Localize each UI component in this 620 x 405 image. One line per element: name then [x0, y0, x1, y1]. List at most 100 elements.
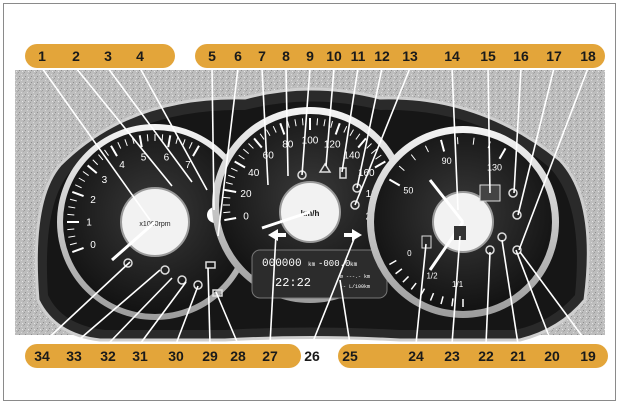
tachometer-tick — [68, 235, 76, 238]
tachometer-unit: x1000rpm — [139, 221, 170, 228]
callout-number: 32 — [100, 348, 116, 364]
speedometer-tick — [228, 174, 235, 179]
callout-number: 19 — [580, 348, 596, 364]
speedometer-tick — [330, 120, 334, 128]
tachometer-tick — [69, 242, 77, 246]
speedometer-tick — [243, 148, 250, 154]
leader-line — [285, 67, 289, 177]
leader-line — [415, 243, 427, 345]
speedometer-tick — [223, 196, 231, 199]
temperature-tick — [440, 139, 446, 152]
speedometer-tick — [248, 143, 254, 149]
speedometer-tick — [323, 119, 326, 127]
speedometer-tick — [357, 137, 367, 149]
speedometer-tick — [375, 154, 382, 160]
tachometer-tick — [110, 145, 118, 157]
fuel-tick — [429, 292, 435, 301]
tachometer-scale-label: 4 — [119, 160, 125, 171]
leader-line — [513, 67, 522, 194]
fuel-tick — [402, 275, 410, 283]
tachometer-tick — [71, 190, 84, 197]
temperature-tick — [472, 137, 475, 145]
tachometer-scale-label: 7 — [185, 160, 191, 171]
clock-readout: 22:22 — [275, 276, 311, 290]
odometer-readout: 000000 — [262, 258, 302, 270]
warning-icon — [177, 275, 187, 285]
callout-number: 33 — [66, 348, 82, 364]
tachometer-tick — [67, 228, 75, 231]
tachometer-tick — [146, 134, 149, 142]
speedometer-scale-label: 20 — [240, 189, 252, 200]
leader-line — [207, 267, 211, 345]
callout-number: 28 — [230, 348, 246, 364]
lamp-icon — [512, 210, 522, 220]
speedometer-scale-label: 40 — [248, 168, 260, 179]
battery-icon — [205, 261, 216, 269]
tachometer-tick — [175, 136, 179, 144]
callout-number: 11 — [351, 48, 366, 64]
callout-number: 21 — [510, 348, 526, 364]
speedometer-tick — [370, 148, 377, 154]
tachometer-tick — [124, 139, 128, 147]
temperature-scale-label: 50 — [403, 186, 413, 196]
hazard-icon — [318, 162, 332, 173]
callout-number: 2 — [72, 48, 80, 64]
speedometer-tick — [301, 118, 304, 126]
tachometer-tick — [69, 198, 77, 202]
leader-line — [261, 67, 269, 186]
callout-number: 20 — [544, 348, 560, 364]
temperature-tick — [424, 145, 429, 153]
right-turn-arrow-icon — [344, 229, 362, 241]
speedometer-tick — [355, 133, 361, 140]
warning-icon — [350, 200, 360, 210]
leader-line — [175, 285, 199, 345]
trip-unit: km — [350, 261, 358, 268]
leader-line — [487, 67, 491, 194]
callout-leader-lines — [41, 67, 589, 345]
callout-number: 1 — [38, 48, 46, 64]
fuel-scale-label: 1/1 — [452, 280, 464, 289]
tachometer-tick — [78, 177, 86, 182]
speedometer-needle — [261, 210, 311, 230]
leader-line — [517, 67, 555, 216]
tachometer-tick — [92, 159, 99, 166]
callout-number: 23 — [444, 348, 460, 364]
speedometer-tick — [266, 129, 271, 136]
fuel-tick — [395, 268, 403, 275]
temperature-tick — [398, 165, 405, 171]
speedometer-tick — [334, 122, 341, 135]
callout-number: 18 — [580, 48, 596, 64]
callout-number: 24 — [408, 348, 424, 364]
leader-line — [41, 261, 131, 345]
tachometer-tick — [98, 154, 104, 161]
callout-number: 13 — [402, 48, 418, 64]
callout-number: 9 — [306, 48, 314, 64]
tachometer-tick — [67, 213, 75, 216]
leader-line — [73, 269, 161, 345]
leader-line — [311, 233, 357, 345]
trip-readout: -000.0 — [318, 259, 350, 269]
fuel-scale-label: 1/2 — [426, 272, 438, 281]
fuel-tick — [389, 259, 397, 266]
speedometer-tick — [225, 181, 233, 185]
tachometer-scale-label: 1 — [86, 217, 92, 228]
leader-line — [356, 67, 383, 189]
tachometer-scale-label: 0 — [90, 240, 96, 251]
speedometer-tick — [238, 154, 245, 160]
callout-number: 14 — [444, 48, 460, 64]
tachometer-needle — [111, 220, 156, 262]
speedometer-tick — [230, 167, 238, 172]
tachometer-tick — [182, 139, 186, 147]
warning-icon — [160, 265, 170, 275]
speedometer-tick — [366, 143, 372, 149]
leader-line — [354, 67, 411, 206]
tachometer-tick — [192, 145, 200, 157]
speedometer-tick — [294, 119, 297, 127]
consumption-label: ø ---.- km — [340, 274, 370, 280]
bottom-callout-bar-right — [338, 344, 608, 368]
callout-number: 30 — [168, 348, 184, 364]
leader-line — [325, 67, 335, 167]
fuel-tick — [451, 298, 454, 307]
leader-line — [139, 67, 208, 191]
